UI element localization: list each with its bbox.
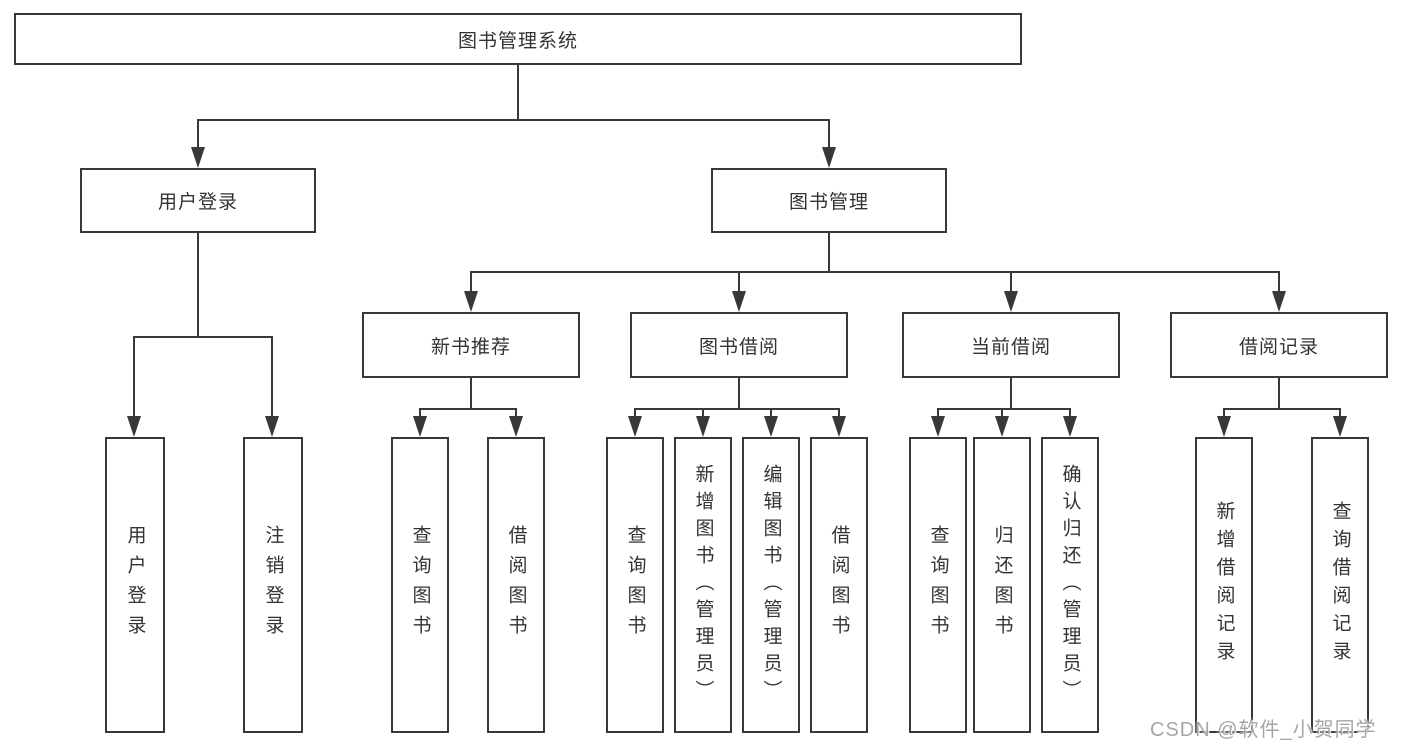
- connector-current-borrowing-stem: [1010, 378, 1012, 410]
- connector-drop-leaf: [838, 408, 840, 418]
- connector-book-management-stem: [828, 233, 830, 273]
- arrow-down-icon: [931, 416, 945, 437]
- connector-drop-borrowing-records: [1278, 271, 1280, 293]
- connector-borrowing-records-rail: [1223, 408, 1341, 410]
- node-book-borrowing: 图书借阅: [630, 312, 848, 378]
- connector-drop-user-login: [197, 119, 199, 149]
- arrow-down-icon: [696, 416, 710, 437]
- connector-drop-leaf: [1069, 408, 1071, 418]
- leaf-add-book-admin: 新增图书（管理员）: [674, 437, 732, 733]
- connector-drop-leaf: [770, 408, 772, 418]
- connector-user-login-rail: [133, 336, 273, 338]
- connector-current-borrowing-rail: [937, 408, 1071, 410]
- arrow-down-icon: [995, 416, 1009, 437]
- leaf-query-books-borrowing: 查询图书: [606, 437, 664, 733]
- connector-new-book-stem: [470, 378, 472, 410]
- arrow-down-icon: [1004, 291, 1018, 312]
- arrow-down-icon: [127, 416, 141, 437]
- node-new-book-recommendation: 新书推荐: [362, 312, 580, 378]
- arrow-down-icon: [509, 416, 523, 437]
- arrow-down-icon: [822, 147, 836, 168]
- connector-level2-rail: [197, 119, 830, 121]
- leaf-return-books: 归还图书: [973, 437, 1031, 733]
- leaf-user-login: 用户登录: [105, 437, 165, 733]
- connector-drop-leaf: [1223, 408, 1225, 418]
- connector-book-borrowing-stem: [738, 378, 740, 410]
- arrow-down-icon: [628, 416, 642, 437]
- arrow-down-icon: [732, 291, 746, 312]
- connector-drop-book-borrowing: [738, 271, 740, 293]
- node-current-borrowing: 当前借阅: [902, 312, 1120, 378]
- connector-drop-current-borrowing: [1010, 271, 1012, 293]
- connector-drop-leaf: [937, 408, 939, 418]
- node-user-login: 用户登录: [80, 168, 316, 233]
- leaf-edit-book-admin: 编辑图书（管理员）: [742, 437, 800, 733]
- arrow-down-icon: [764, 416, 778, 437]
- node-borrowing-records: 借阅记录: [1170, 312, 1388, 378]
- connector-root-stem: [517, 65, 519, 121]
- connector-book-borrowing-rail: [634, 408, 840, 410]
- arrow-down-icon: [1217, 416, 1231, 437]
- connector-drop-leaf-login: [133, 336, 135, 418]
- node-book-management: 图书管理: [711, 168, 947, 233]
- connector-drop-new-book: [470, 271, 472, 293]
- csdn-watermark: CSDN @软件_小贺同学: [1150, 719, 1377, 741]
- leaf-confirm-return-admin: 确认归还（管理员）: [1041, 437, 1099, 733]
- arrow-down-icon: [1333, 416, 1347, 437]
- connector-drop-leaf: [419, 408, 421, 418]
- connector-drop-leaf: [1001, 408, 1003, 418]
- connector-level3-rail: [470, 271, 1280, 273]
- arrow-down-icon: [1063, 416, 1077, 437]
- arrow-down-icon: [191, 147, 205, 168]
- connector-new-book-rail: [419, 408, 517, 410]
- arrow-down-icon: [832, 416, 846, 437]
- leaf-query-books-current: 查询图书: [909, 437, 967, 733]
- connector-drop-leaf: [634, 408, 636, 418]
- leaf-query-books-recommend: 查询图书: [391, 437, 449, 733]
- arrow-down-icon: [1272, 291, 1286, 312]
- connector-drop-leaf-logout: [271, 336, 273, 418]
- leaf-logout-login: 注销登录: [243, 437, 303, 733]
- arrow-down-icon: [265, 416, 279, 437]
- connector-user-login-stem: [197, 233, 199, 338]
- leaf-add-borrow-record: 新增借阅记录: [1195, 437, 1253, 733]
- arrow-down-icon: [413, 416, 427, 437]
- connector-drop-book-management: [828, 119, 830, 149]
- leaf-borrow-books-recommend: 借阅图书: [487, 437, 545, 733]
- node-library-management-system: 图书管理系统: [14, 13, 1022, 65]
- leaf-borrow-books-borrowing: 借阅图书: [810, 437, 868, 733]
- connector-drop-leaf: [702, 408, 704, 418]
- leaf-query-borrow-record: 查询借阅记录: [1311, 437, 1369, 733]
- connector-drop-leaf: [1339, 408, 1341, 418]
- connector-drop-leaf: [515, 408, 517, 418]
- arrow-down-icon: [464, 291, 478, 312]
- connector-borrowing-records-stem: [1278, 378, 1280, 410]
